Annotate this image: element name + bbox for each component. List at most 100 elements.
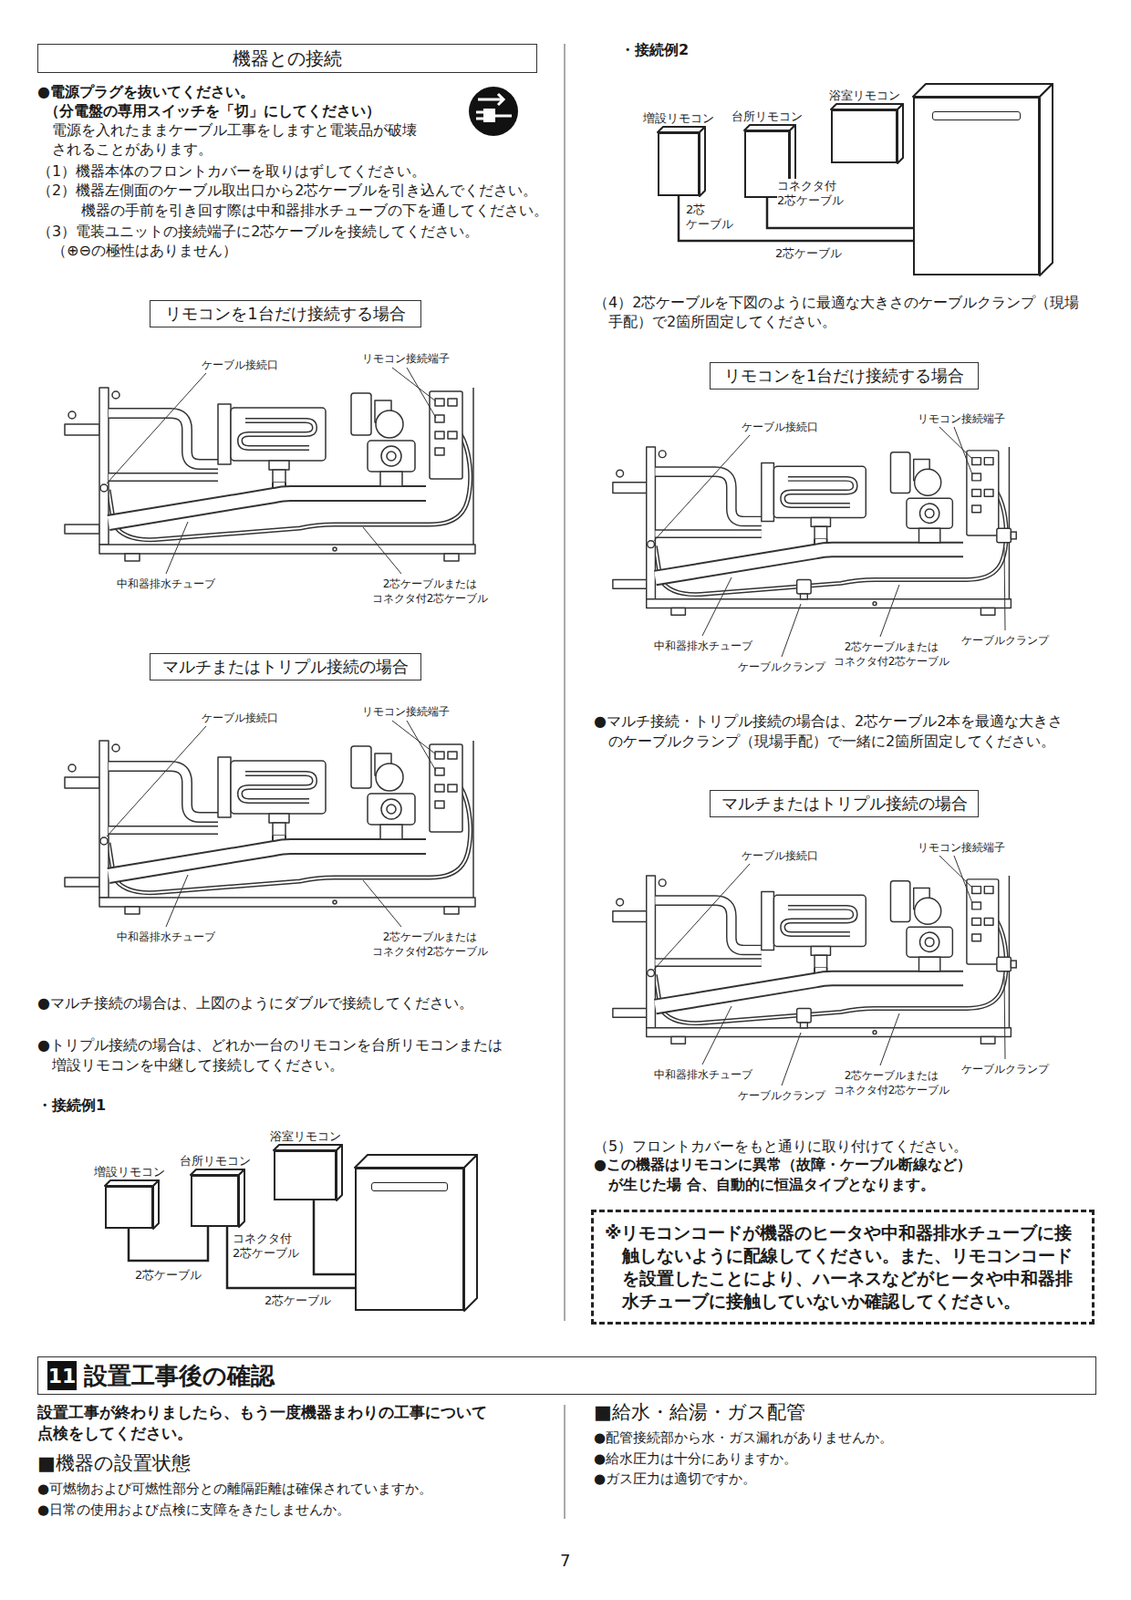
box-text: マルチまたはトリプル接続の場合: [721, 793, 968, 814]
section-number: 11: [47, 1360, 77, 1391]
cable-label: 2芯ケーブル: [134, 1267, 202, 1283]
remote-label: 台所リモコン: [179, 1153, 251, 1169]
leader-line: [106, 373, 207, 484]
intro-text: 設置工事が終わりましたら、もう一度機器まわりの工事について 点検をしてください。: [37, 1401, 494, 1444]
callout-label: 2芯ケーブルまたは コネクタ付2芯ケーブル: [368, 576, 492, 606]
cable-label: コネクタ付 2芯ケーブル: [232, 1231, 308, 1261]
callout-label: 中和器排水チューブ: [653, 1067, 753, 1082]
leader-line: [954, 426, 973, 475]
subheading-box: リモコンを1台だけ接続する場合: [149, 300, 422, 328]
unplug-icon: [468, 86, 519, 136]
box-text: 機器との接続: [232, 47, 343, 70]
box-face: [699, 126, 706, 197]
check-item: ●給水圧力は十分にありますか。: [593, 1449, 798, 1468]
callout-label: 中和器排水チューブ: [116, 929, 216, 945]
warning-text: （分電盤の専用スイッチを「切」にしてください）: [44, 101, 381, 121]
leader-line: [702, 1006, 732, 1065]
callout-label: 2芯ケーブルまたは コネクタ付2芯ケーブル: [830, 639, 954, 669]
leader-line: [392, 367, 436, 402]
clamp-figure: [797, 956, 1017, 1028]
callout-label: ケーブルクランプ: [737, 659, 826, 675]
leader-line: [363, 527, 402, 574]
callout-label: ケーブル接続口: [741, 848, 819, 863]
unit-figure: [64, 740, 476, 914]
callout-label: 中和器排水チューブ: [653, 638, 753, 654]
step-text: （3）電装ユニットの接続端子に2芯ケーブルを接続してください。 （⊕⊖の極性はあ…: [37, 221, 490, 260]
remote-box: 浴室リモコン: [273, 1150, 337, 1201]
check-heading: ■機器の設置状態: [37, 1452, 191, 1474]
callout-label: ケーブルクランプ: [961, 1061, 1049, 1077]
unit-figure: [64, 387, 476, 561]
leader-line: [653, 435, 750, 542]
box-text: リモコンを1台だけ接続する場合: [724, 365, 965, 386]
box-face: [464, 1154, 478, 1311]
cable-label: コネクタ付 2芯ケーブル: [777, 178, 852, 208]
box-text: マルチまたはトリプル接続の場合: [162, 656, 409, 677]
leader-line: [166, 521, 188, 574]
callout-label: 中和器排水チューブ: [116, 576, 216, 592]
leader-line: [702, 577, 732, 636]
leader-line: [880, 1013, 900, 1066]
remote-box: 増設リモコン: [657, 132, 700, 197]
callout-label: リモコン接続端子: [917, 411, 1006, 426]
leader-line: [1004, 975, 1006, 1059]
icon-disc: [468, 86, 519, 136]
box-face: [238, 1169, 245, 1227]
section-title: 設置工事後の確認: [83, 1359, 275, 1392]
leader-line: [1004, 547, 1006, 631]
unit-figure: [612, 446, 1012, 615]
callout-label: ケーブル接続口: [201, 357, 279, 373]
check-item: ●配管接続部から水・ガス漏れがありませんか。: [593, 1428, 893, 1447]
section-header: 機器との接続: [37, 43, 538, 73]
check-item: ●可燃物および可燃性部分との離隔距離は確保されていますか。: [37, 1479, 433, 1498]
column-divider: [564, 43, 566, 1321]
panel-slot: [932, 111, 1021, 121]
remote-label: 増設リモコン: [93, 1164, 166, 1180]
leader-line: [166, 874, 188, 927]
callout-label: リモコン接続端子: [917, 840, 1006, 855]
notice-text: ●この機器はリモコンに異常（故障・ケーブル断線など）が生じた場 合、自動的に恒温…: [593, 1154, 1038, 1195]
remote-label: 浴室リモコン: [829, 88, 901, 104]
remote-box: 浴室リモコン: [830, 109, 898, 164]
subheading-box: マルチまたはトリプル接続の場合: [709, 789, 979, 818]
cable-label: 2芯ケーブル: [264, 1293, 332, 1308]
step-text: （4）2芯ケーブルを下図のように最適な大きさのケーブルクランプ（現場 手配）で2…: [593, 292, 1090, 332]
cable-line: [313, 1200, 355, 1275]
remote-label: 台所リモコン: [731, 109, 803, 125]
example-heading: ・接続例1: [37, 1095, 106, 1115]
step-text: （5）フロントカバーをもと通りに取り付けてください。: [593, 1136, 968, 1156]
remote-box: 増設リモコン: [104, 1185, 154, 1229]
cable-label: 2芯 ケーブル: [685, 202, 737, 232]
box-3d-faces: [104, 83, 1053, 1311]
callout-label: リモコン接続端子: [362, 704, 450, 719]
panel-slot: [371, 1182, 448, 1192]
leader-line: [781, 1032, 801, 1086]
callout-label: 2芯ケーブルまたは コネクタ付2芯ケーブル: [368, 929, 492, 959]
subheading-box: マルチまたはトリプル接続の場合: [149, 653, 422, 681]
column-divider: [564, 1404, 566, 1519]
step-text: （2）機器左側面のケーブル取出口から2芯ケーブルを引き込んでください。 機器の手…: [37, 180, 547, 221]
warning-text: ●電源プラグを抜いてください。: [37, 82, 255, 102]
icon-arrow: [477, 93, 504, 105]
box-face: [153, 1180, 159, 1229]
body-text: 電源を入れたままケーブル工事をしますと電装品が破壊 されることがあります。: [51, 120, 425, 159]
leader-line: [392, 720, 436, 755]
example-heading: ・接続例2: [620, 40, 689, 60]
cable-label: 2芯ケーブル: [775, 246, 842, 261]
leader-line: [406, 367, 436, 418]
bullet-text: ●マルチ接続の場合は、上図のようにダブルで接続してください。: [37, 993, 474, 1013]
leader-line: [781, 603, 801, 657]
leader-line: [363, 880, 402, 927]
bullet-text: ●マルチ接続・トリプル接続の場合は、2芯ケーブル2本を最適な大きさ のケーブルク…: [593, 711, 1069, 752]
callout-label: ケーブルクランプ: [961, 632, 1049, 648]
remote-label: 浴室リモコン: [269, 1129, 342, 1144]
caution-text: ※リモコンコードが機器のヒータや中和器排水チューブに接 触しないように配線してく…: [604, 1221, 1079, 1313]
icon-prongs: [476, 112, 512, 119]
box-face: [913, 83, 1053, 97]
icon-plug: [483, 108, 496, 123]
callout-label: ケーブル接続口: [201, 710, 279, 726]
remote-box: 台所リモコン: [190, 1174, 239, 1227]
remote-label: 増設リモコン: [643, 111, 715, 126]
leader-line: [880, 584, 900, 637]
